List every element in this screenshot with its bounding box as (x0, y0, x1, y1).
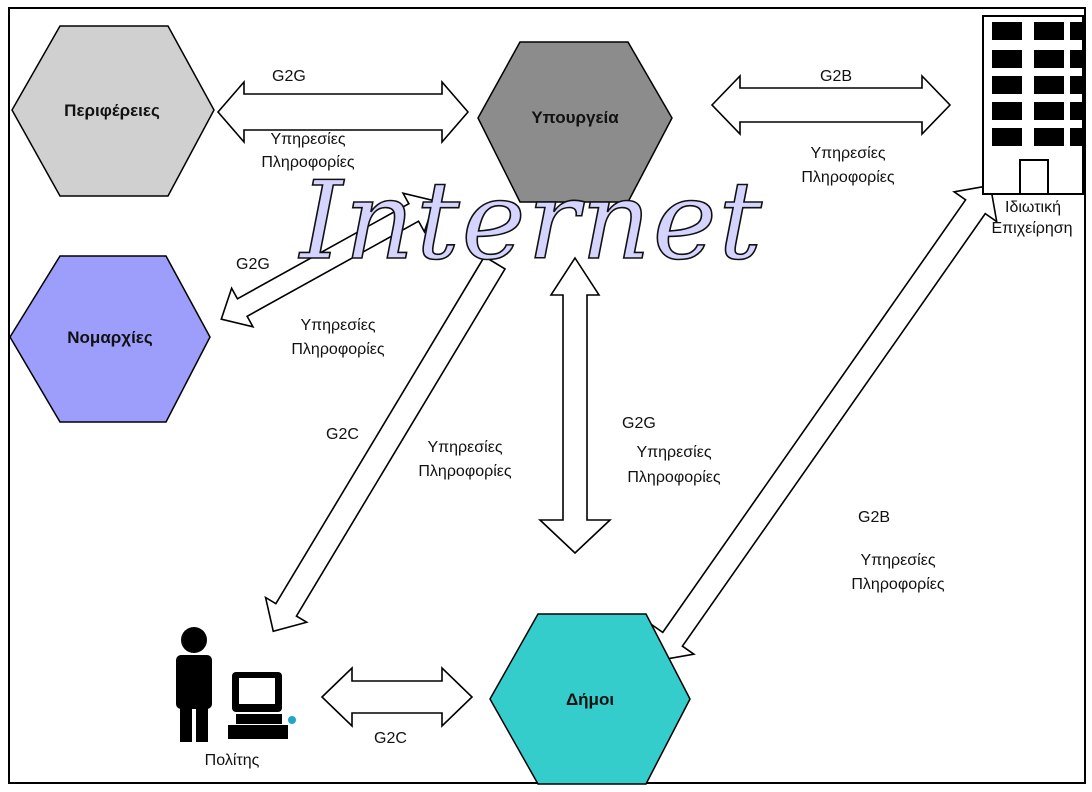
node-citizen-label: Πολίτης (205, 752, 260, 769)
edge-business-municipalities-line2: Πληροφορίες (851, 576, 945, 593)
edge-regions-ministries-type: G2G (272, 68, 306, 85)
edge-ministries-business-line2: Πληροφορίες (801, 169, 895, 186)
node-business-label-line2: Επιχείρηση (991, 220, 1072, 237)
edge-prefectures-ministries-line2: Πληροφορίες (291, 341, 385, 358)
edge-regions-ministries-line1: Υπηρεσίες (270, 131, 345, 148)
edge-business-municipalities-type: G2B (858, 509, 890, 526)
node-ministries-label: Υπουργεία (531, 108, 619, 127)
edge-ministries-business-line1: Υπηρεσίες (810, 145, 885, 162)
node-regions (11, 25, 215, 197)
node-municipalities-label: Δήμοι (566, 690, 614, 709)
arrow-citizen-municipalities (320, 666, 474, 728)
arrow-internet-citizen (264, 255, 507, 633)
node-regions-label: Περιφέρειες (64, 101, 160, 120)
edge-business-municipalities-line1: Υπηρεσίες (860, 552, 935, 569)
edge-prefectures-ministries-type: G2G (236, 256, 270, 273)
node-business-label-line1: Ιδιωτική (1005, 199, 1061, 216)
internet-wordmark: Internet (298, 159, 764, 284)
node-prefectures (9, 255, 211, 423)
computer-icon (228, 672, 296, 739)
arrow-prefectures-ministries (220, 192, 436, 328)
edge-internet-municipalities-line1: Υπηρεσίες (636, 444, 711, 461)
edge-internet-citizen-line1: Υπηρεσίες (427, 439, 502, 456)
person-icon (176, 627, 212, 742)
node-prefectures-label: Νομαρχίες (67, 328, 153, 347)
edge-prefectures-ministries-line1: Υπηρεσίες (300, 317, 375, 334)
edge-internet-municipalities-type: G2G (622, 415, 656, 432)
arrow-ministries-business (710, 74, 952, 136)
node-municipalities (489, 613, 691, 785)
edge-regions-ministries-line2: Πληροφορίες (261, 154, 355, 171)
arrow-internet-municipalities (537, 256, 613, 555)
edge-ministries-business-type: G2B (820, 68, 852, 85)
node-ministries (477, 41, 673, 203)
edge-internet-citizen-type: G2C (326, 426, 359, 443)
edge-citizen-municipalities-type: G2C (374, 730, 407, 747)
edge-internet-municipalities-line2: Πληροφορίες (627, 469, 721, 486)
arrow-regions-ministries (216, 79, 470, 145)
building-icon (982, 15, 1084, 195)
edge-internet-citizen-line2: Πληροφορίες (418, 463, 512, 480)
